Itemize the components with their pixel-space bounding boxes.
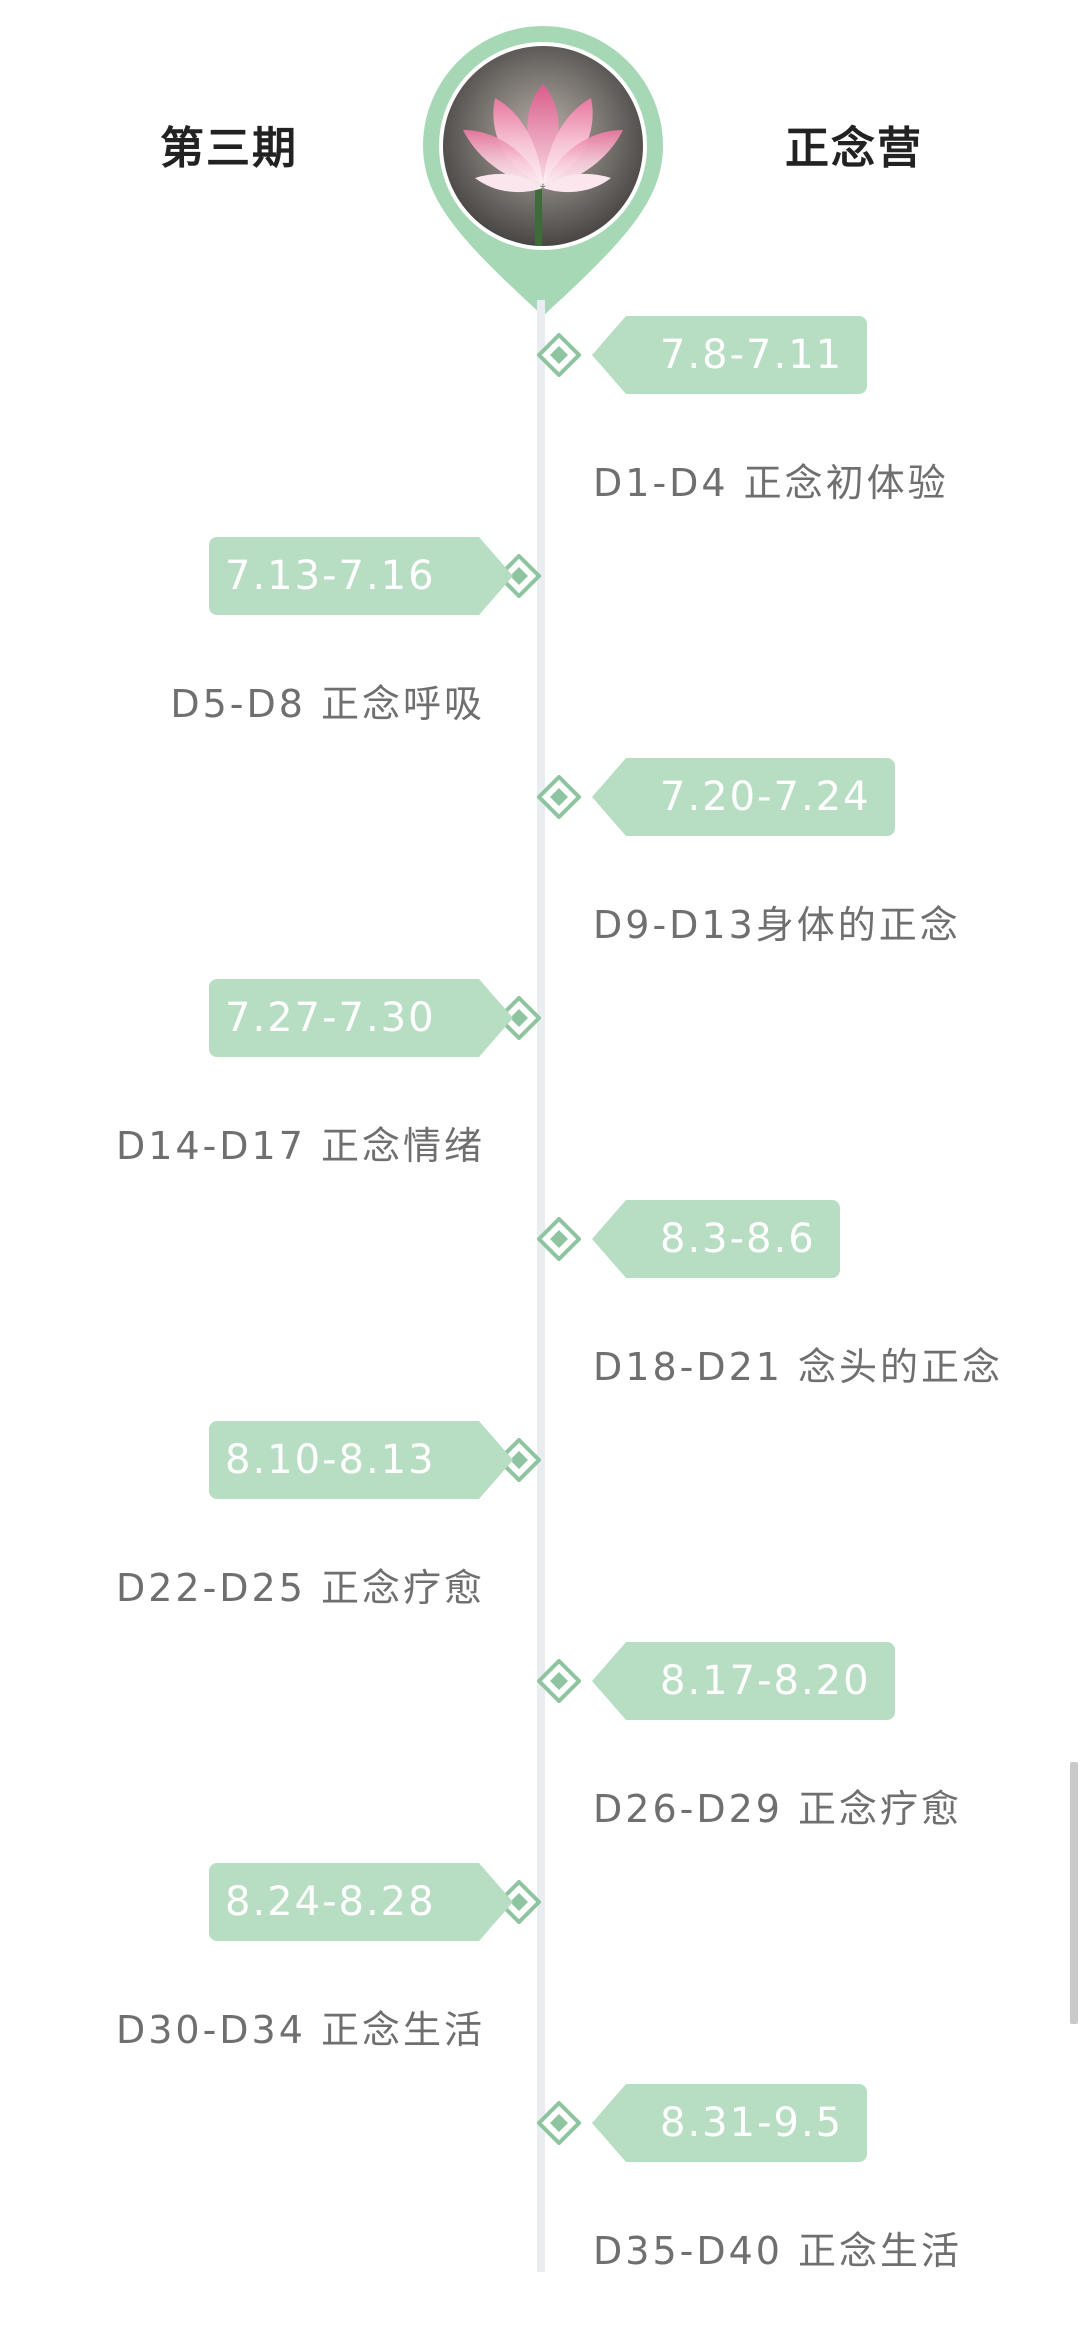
timeline-item-label: D5-D8 正念呼吸 [170,682,485,726]
camp-name-title: 正念营 [785,123,923,174]
timeline-item-label: D30-D34 正念生活 [115,2008,485,2052]
lotus-avatar-pin [423,26,663,316]
camp-period-title: 第三期 [160,123,298,174]
timeline-item-label: D35-D40 正念生活 [593,2229,963,2273]
date-tag: 8.17-8.20 [592,1642,895,1720]
timeline-axis [537,300,545,2272]
date-tag: 7.13-7.16 [209,537,513,615]
date-tag: 8.3-8.6 [592,1200,840,1278]
date-tag: 7.27-7.30 [209,979,513,1057]
timeline-marker-icon [537,1659,581,1703]
timeline-marker-icon [537,1217,581,1261]
timeline-item-label: D9-D13身体的正念 [593,903,961,947]
timeline-marker-icon [537,775,581,819]
scrollbar[interactable] [1070,1762,1078,2024]
timeline-item-label: D18-D21 念头的正念 [593,1345,1004,1389]
timeline-item-label: D14-D17 正念情绪 [115,1124,485,1168]
timeline-item-label: D22-D25 正念疗愈 [115,1566,485,1610]
timeline-item-label: D1-D4 正念初体验 [593,461,949,505]
date-tag: 7.20-7.24 [592,758,895,836]
date-tag: 8.31-9.5 [591,2084,868,2162]
date-tag: 7.8-7.11 [591,316,868,394]
timeline-item-label: D26-D29 正念疗愈 [593,1787,963,1831]
timeline-marker-icon [537,333,581,377]
date-tag: 8.24-8.28 [209,1863,513,1941]
date-tag: 8.10-8.13 [209,1421,513,1499]
timeline-marker-icon [537,2101,581,2145]
lotus-flower-icon [443,46,643,246]
